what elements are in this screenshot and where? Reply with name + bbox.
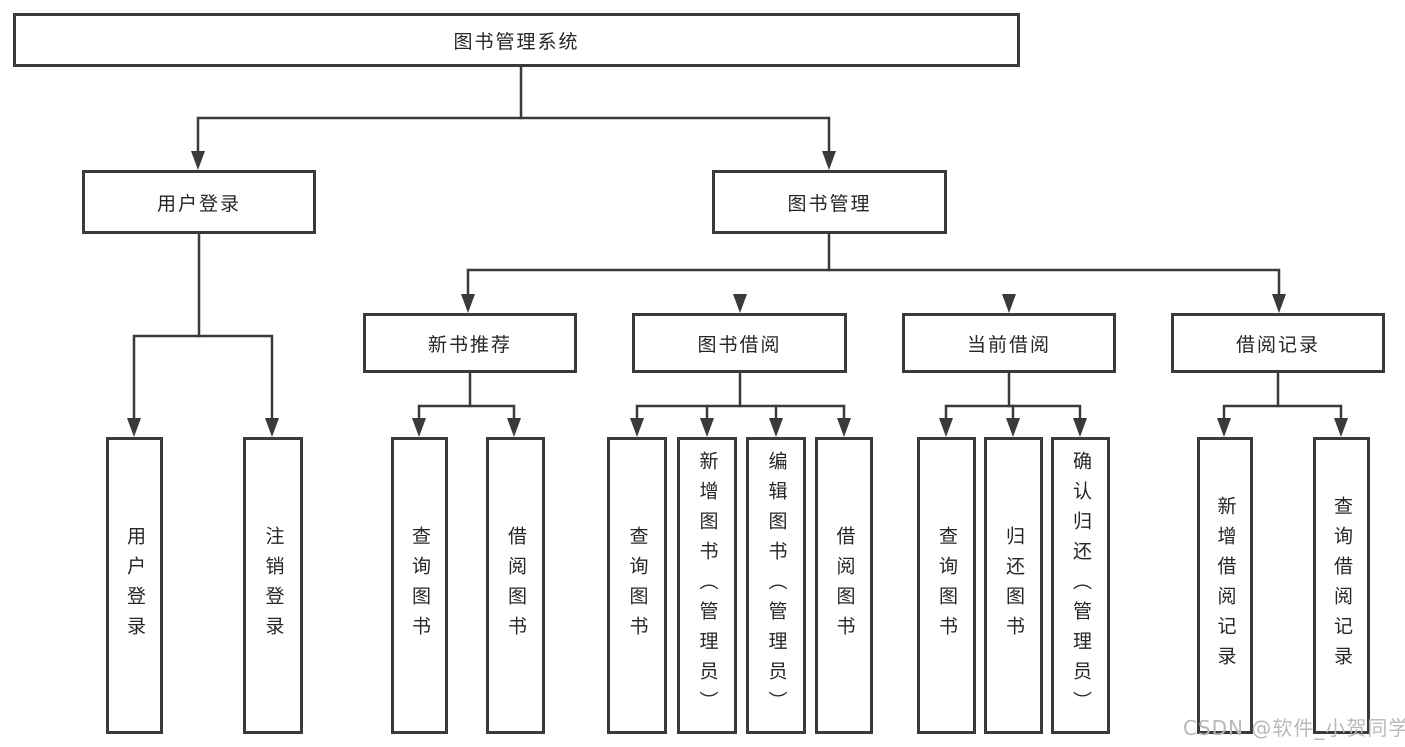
leaf-recommend-query-books: 查询图书 (391, 437, 448, 734)
leaf-records-query-record: 查询借阅记录 (1313, 437, 1370, 734)
leaf-current-confirm-return-admin: 确认归还（管理员） (1051, 437, 1110, 734)
node-current-borrowing: 当前借阅 (902, 313, 1116, 373)
leaf-current-query-books: 查询图书 (917, 437, 976, 734)
leaf-borrow-query-books: 查询图书 (607, 437, 667, 734)
leaf-recommend-borrow-books: 借阅图书 (486, 437, 545, 734)
node-book-management: 图书管理 (712, 170, 947, 234)
leaf-current-return-books: 归还图书 (984, 437, 1043, 734)
leaf-borrow-edit-books-admin: 编辑图书（管理员） (746, 437, 806, 734)
leaf-borrow-add-books-admin: 新增图书（管理员） (677, 437, 737, 734)
node-new-book-recommend: 新书推荐 (363, 313, 577, 373)
node-library-system: 图书管理系统 (13, 13, 1020, 67)
node-borrowing-records: 借阅记录 (1171, 313, 1385, 373)
node-user-login: 用户登录 (82, 170, 316, 234)
leaf-records-add-record: 新增借阅记录 (1197, 437, 1253, 734)
node-book-borrowing: 图书借阅 (632, 313, 847, 373)
leaf-user-login: 用户登录 (106, 437, 163, 734)
leaf-borrow-borrow-books: 借阅图书 (815, 437, 873, 734)
watermark-text: CSDN @软件_小贺同学 (1183, 716, 1405, 740)
leaf-logout-login: 注销登录 (243, 437, 303, 734)
